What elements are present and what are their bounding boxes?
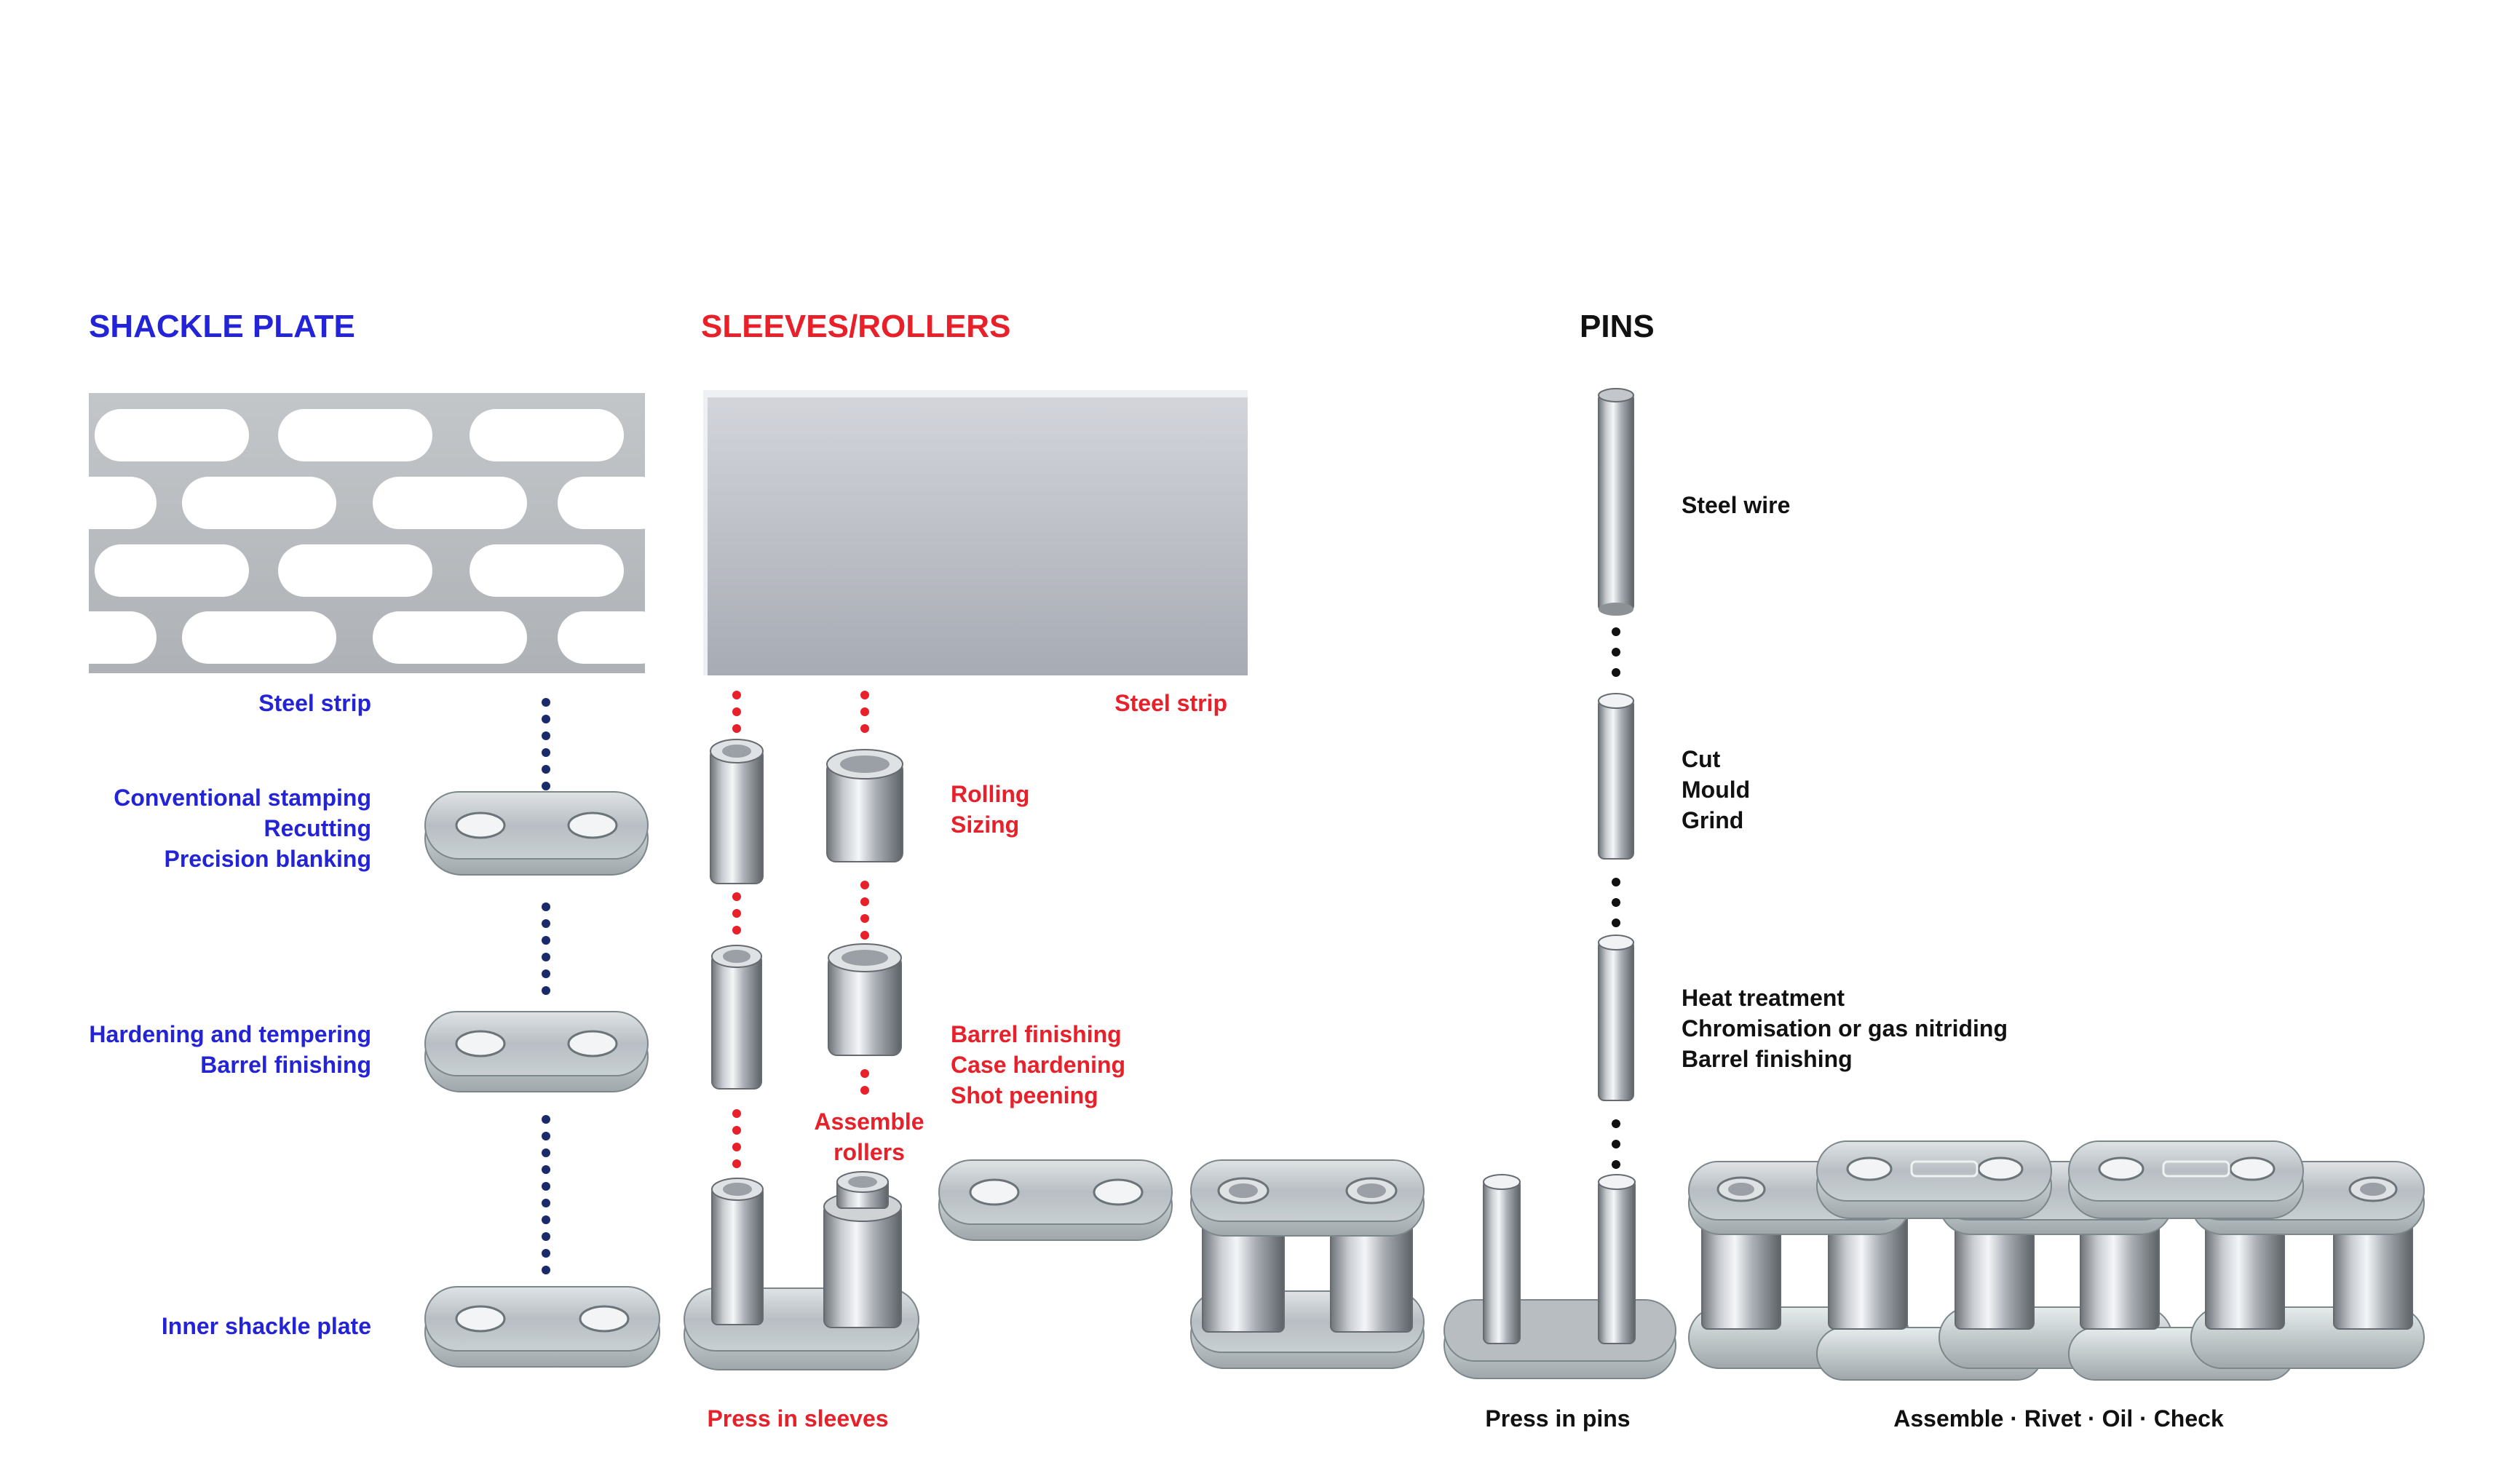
shackle-stamping-labels: Conventional stamping Recutting Precisio… xyxy=(114,785,371,872)
header-sleeves-rollers: SLEEVES/ROLLERS xyxy=(701,309,1010,344)
outer-plate xyxy=(938,1159,1173,1241)
grind-label: Grind xyxy=(1682,807,1743,833)
shackle-stamping-line-1: Conventional stamping xyxy=(114,785,371,811)
header-pins: PINS xyxy=(1580,309,1655,344)
shackle-hardening-labels: Hardening and tempering Barrel finishing xyxy=(89,1021,371,1078)
sleeves-finishing-line-1: Barrel finishing xyxy=(951,1021,1122,1047)
hardened-plate xyxy=(424,1011,649,1092)
assemble-rollers-line-2: rollers xyxy=(833,1139,905,1165)
heat-treated-pin xyxy=(1598,935,1634,1101)
sizing-label: Sizing xyxy=(951,812,1019,838)
shackle-stamping-line-3: Precision blanking xyxy=(164,846,371,872)
final-assembly-label: Assemble · Rivet · Oil · Check xyxy=(1893,1405,2224,1432)
finished-sleeve xyxy=(711,945,762,1090)
rolled-sleeve xyxy=(710,739,764,884)
steel-sheet xyxy=(703,390,1248,675)
header-shackle-plate: SHACKLE PLATE xyxy=(89,309,355,344)
sleeves-finishing-line-3: Shot peening xyxy=(951,1082,1098,1108)
perforated-steel-strip xyxy=(0,393,732,673)
heat-label-line-2: Chromisation or gas nitriding xyxy=(1682,1015,2008,1041)
shackle-stamping-line-2: Recutting xyxy=(264,815,371,841)
assemble-rollers-line-1: Assemble xyxy=(814,1108,924,1135)
pin-cut-labels: Cut Mould Grind xyxy=(1682,746,1750,833)
heat-label-line-3: Barrel finishing xyxy=(1682,1046,1853,1072)
shackle-steel-strip-label: Steel strip xyxy=(258,690,371,716)
sleeves-dots xyxy=(732,691,869,1168)
steel-wire xyxy=(1598,388,1634,616)
sleeves-finishing-labels: Barrel finishing Case hardening Shot pee… xyxy=(951,1021,1125,1108)
pins-dots xyxy=(1612,627,1620,1169)
pin-heat-labels: Heat treatment Chromisation or gas nitri… xyxy=(1682,985,2008,1072)
press-in-sleeves-label: Press in sleeves xyxy=(707,1405,888,1432)
press-in-pins-assembly xyxy=(1443,1174,1676,1379)
sleeves-finishing-line-2: Case hardening xyxy=(951,1052,1125,1078)
sleeves-steel-strip-label: Steel strip xyxy=(1114,690,1227,716)
shackle-hardening-line-1: Hardening and tempering xyxy=(89,1021,371,1047)
inner-shackle-plate-label: Inner shackle plate xyxy=(162,1313,371,1339)
rolled-roller xyxy=(826,749,903,862)
mould-label: Mould xyxy=(1682,777,1750,803)
heat-label-line-1: Heat treatment xyxy=(1682,985,1845,1011)
roller-link xyxy=(1190,1159,1425,1369)
cut-label: Cut xyxy=(1682,746,1721,772)
inner-shackle-plate xyxy=(424,1286,660,1368)
steel-wire-label: Steel wire xyxy=(1682,492,1790,518)
press-in-pins-label: Press in pins xyxy=(1485,1405,1630,1432)
shackle-hardening-line-2: Barrel finishing xyxy=(200,1052,371,1078)
assembled-chain xyxy=(1688,1140,2425,1381)
stamped-plate xyxy=(424,791,649,876)
shackle-dots xyxy=(542,698,550,1274)
rolling-label: Rolling xyxy=(951,781,1029,807)
finished-roller xyxy=(828,943,902,1056)
press-in-sleeves-assembly xyxy=(684,1171,919,1370)
cut-pin xyxy=(1598,693,1634,860)
